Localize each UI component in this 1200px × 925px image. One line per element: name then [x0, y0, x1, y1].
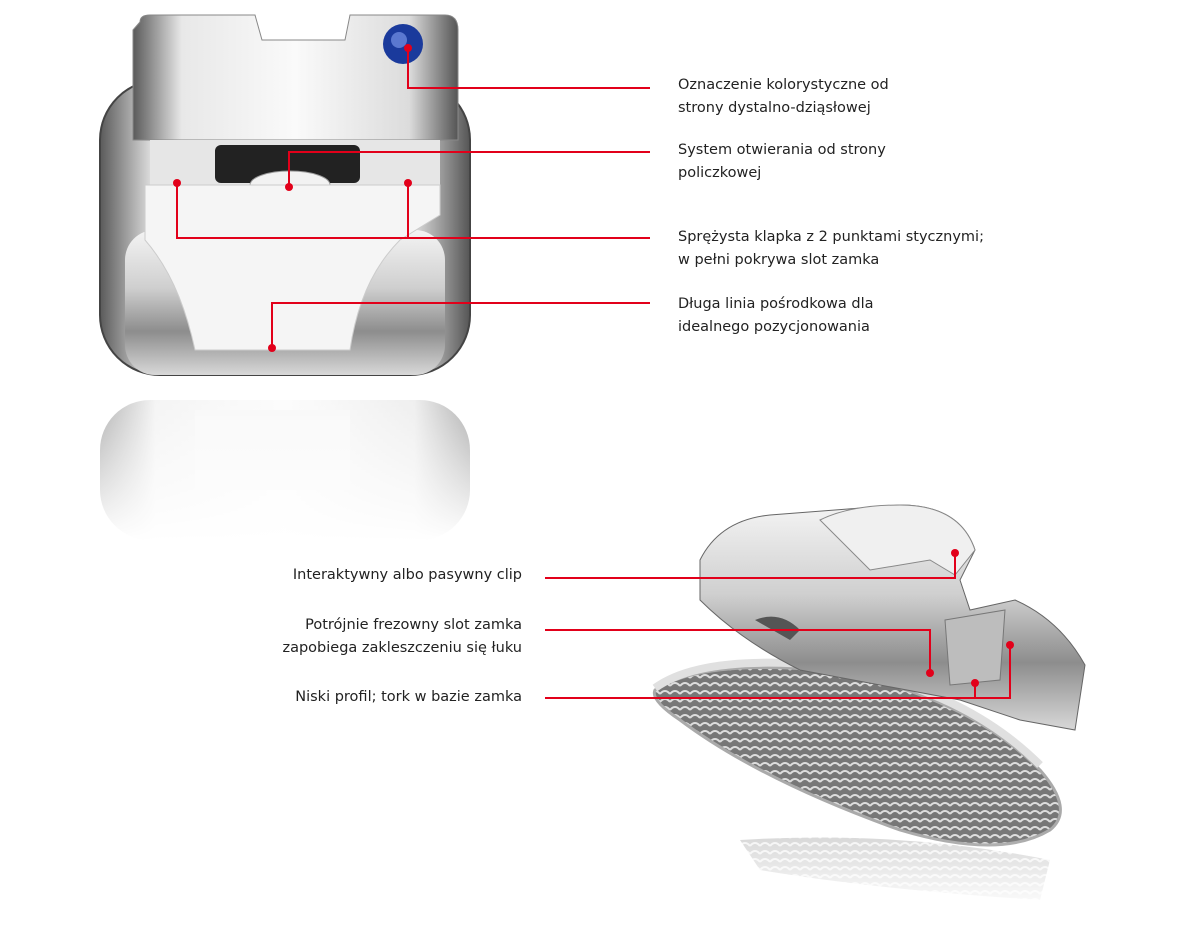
callout-text: System otwierania od strony [678, 142, 886, 158]
callout-text: Sprężysta klapka z 2 punktami stycznymi; [678, 229, 984, 245]
callout-spring-clip: Sprężysta klapka z 2 punktami stycznymi;… [678, 226, 984, 272]
callout-text: Niski profil; tork w bazie zamka [295, 689, 522, 705]
callout-low-profile: Niski profil; tork w bazie zamka [295, 686, 522, 709]
callout-text: strony dystalno-dziąsłowej [678, 100, 871, 116]
callout-text: idealnego pozycjonowania [678, 319, 870, 335]
front-bracket-reflection [90, 400, 480, 540]
front-bracket-image [99, 14, 471, 376]
leader-lines [176, 48, 1011, 699]
callout-text: policzkowej [678, 165, 762, 181]
callout-slot: Potrójnie frezowny slot zamka zapobiega … [282, 614, 522, 660]
side-bracket-image [652, 504, 1086, 847]
callout-text: zapobiega zakleszczeniu się łuku [282, 640, 522, 656]
callout-opening-system: System otwierania od strony policzkowej [678, 139, 886, 185]
callout-text: Długa linia pośrodkowa dla [678, 296, 874, 312]
callout-clip: Interaktywny albo pasywny clip [293, 564, 522, 587]
callout-text: Interaktywny albo pasywny clip [292, 567, 522, 583]
callout-text: Oznaczenie kolorystyczne od [678, 77, 889, 93]
callout-text: w pełni pokrywa slot zamka [678, 252, 880, 268]
callout-text: Potrójnie frezowny slot zamka [305, 617, 522, 633]
callout-dots [173, 44, 1014, 687]
side-bracket-reflection [730, 830, 1070, 910]
callout-midline: Długa linia pośrodkowa dla idealnego poz… [678, 293, 874, 339]
callout-color-coding: Oznaczenie kolorystyczne od strony dysta… [678, 74, 889, 120]
